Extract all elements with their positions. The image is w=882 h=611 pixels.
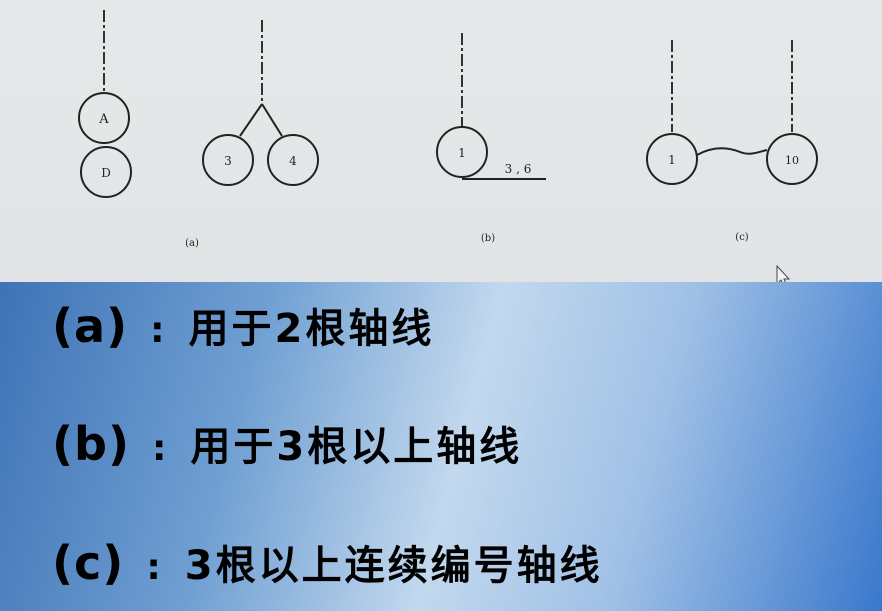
axis-bubble-a-bottom	[80, 146, 132, 198]
caption-line-b: (b): 用于3根以上轴线	[52, 409, 522, 479]
bubble-label: 1	[668, 153, 676, 167]
mouse-cursor-icon	[776, 264, 791, 282]
caption-label: (c)	[52, 536, 125, 590]
caption-text: 用于2根轴线	[188, 306, 435, 352]
caption-colon: :	[150, 310, 165, 351]
axis-bubble-a-top	[78, 92, 130, 144]
axis-bubble-a-right	[267, 134, 319, 186]
caption-line-c: (c):3根以上连续编号轴线	[52, 528, 603, 598]
caption-line-a: (a): 用于2根轴线	[52, 291, 434, 361]
caption-small-b: (b)	[481, 233, 495, 244]
caption-label: (b)	[52, 417, 130, 471]
axis-bubble-a-left	[202, 134, 254, 186]
bubble-label: 3	[224, 154, 232, 168]
caption-label: (a)	[52, 299, 129, 353]
caption-text: 3根以上连续编号轴线	[184, 543, 603, 589]
caption-panel	[0, 282, 882, 611]
bubble-label: 4	[289, 154, 297, 168]
bubble-label: D	[101, 166, 111, 180]
caption-text: 用于3根以上轴线	[190, 424, 523, 470]
caption-small-c: (c)	[735, 232, 749, 243]
fork-right-line	[261, 103, 283, 137]
bubble-label: 1	[458, 146, 466, 160]
axis-bubble-c-left	[646, 133, 698, 185]
diagram-panel: A D 3 4 (a) 1 3 , 6 (b) 1 10 (c)	[0, 0, 882, 282]
caption-colon: :	[151, 428, 167, 469]
caption-colon: :	[146, 547, 161, 588]
bubble-b-note: 3 , 6	[505, 162, 532, 176]
bubble-label: 10	[785, 154, 799, 167]
axis-bubble-b	[436, 126, 488, 178]
bubble-c-connector	[696, 147, 768, 156]
axis-label-diagram: A D 3 4 (a) 1 3 , 6 (b) 1 10 (c)	[78, 10, 818, 282]
bubble-label: A	[98, 112, 109, 127]
axis-bubble-c-right	[766, 133, 818, 185]
caption-small-a: (a)	[185, 238, 199, 249]
fork-left-line	[239, 103, 263, 137]
